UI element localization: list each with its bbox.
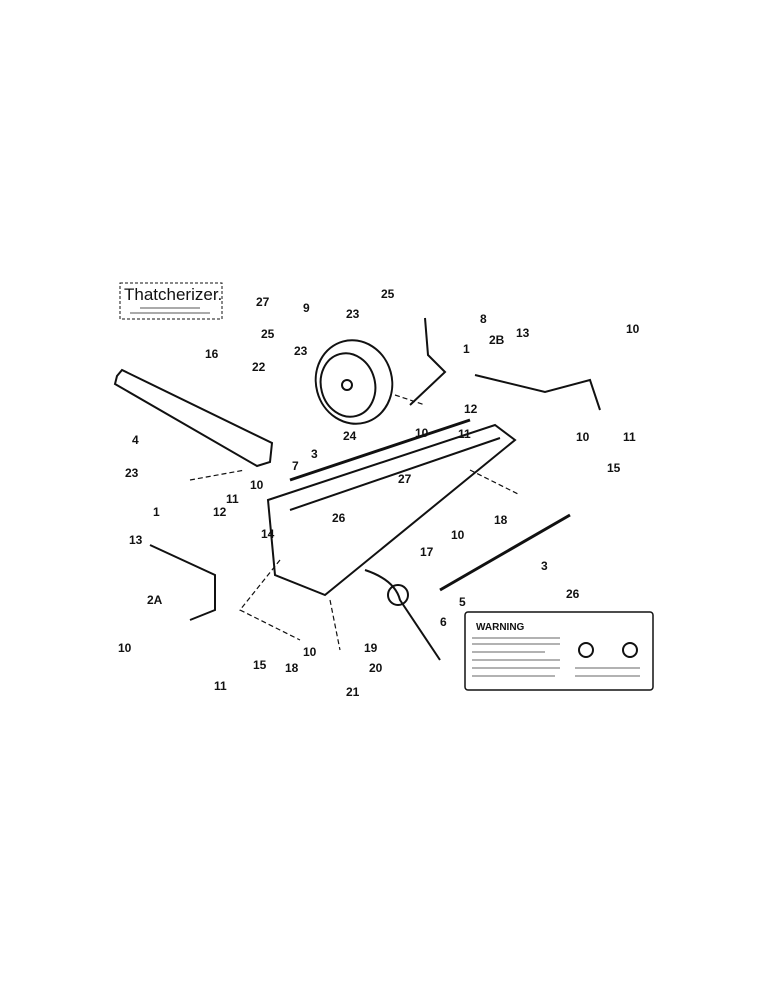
callout-17: 17 — [420, 545, 434, 559]
callout-23: 23 — [346, 307, 360, 321]
callout-10: 10 — [626, 322, 640, 336]
callout-13: 13 — [516, 326, 530, 340]
callout-10: 10 — [576, 430, 590, 444]
callout-23: 23 — [125, 466, 139, 480]
callout-27: 27 — [398, 472, 412, 486]
callout-1: 1 — [463, 342, 470, 356]
callout-11: 11 — [226, 492, 239, 506]
thatcherizer-decal: Thatcherizer. — [119, 282, 223, 320]
callout-15: 15 — [607, 461, 621, 475]
callout-10: 10 — [451, 528, 465, 542]
decal-logo-text: Thatcherizer. — [124, 285, 222, 304]
bracket-2b-part — [474, 374, 601, 411]
callout-16: 16 — [205, 347, 219, 361]
callout-12: 12 — [213, 505, 227, 519]
frame-part — [266, 423, 517, 597]
callout-23: 23 — [294, 344, 308, 358]
warning-decal: WARNING — [464, 611, 654, 691]
callout-5: 5 — [459, 595, 466, 609]
callout-10: 10 — [415, 426, 429, 440]
callout-9: 9 — [303, 301, 310, 315]
bracket-2a-part — [149, 544, 216, 621]
callout-24: 24 — [343, 429, 357, 443]
callout-26: 26 — [566, 587, 580, 601]
rod-part — [289, 418, 471, 482]
callout-22: 22 — [252, 360, 266, 374]
callout-3: 3 — [311, 447, 318, 461]
callout-25: 25 — [381, 287, 395, 301]
tine-spring-part — [364, 569, 441, 661]
arm-part — [113, 368, 274, 468]
callout-7: 7 — [292, 459, 299, 473]
callout-8: 8 — [480, 312, 487, 326]
rod-part — [439, 513, 571, 592]
callout-13: 13 — [129, 533, 143, 547]
callout-26: 26 — [332, 511, 346, 525]
wheel-part — [314, 339, 394, 425]
callout-18: 18 — [494, 513, 508, 527]
callout-18: 18 — [285, 661, 299, 675]
callout-11: 11 — [214, 679, 227, 693]
callout-14: 14 — [261, 527, 275, 541]
callout-15: 15 — [253, 658, 267, 672]
callout-10: 10 — [118, 641, 132, 655]
callout-11: 11 — [623, 430, 636, 444]
callout-19: 19 — [364, 641, 378, 655]
callout-21: 21 — [346, 685, 360, 699]
warning-title: WARNING — [476, 622, 525, 633]
callout-25: 25 — [261, 327, 275, 341]
callout-2A: 2A — [147, 593, 163, 607]
callout-10: 10 — [303, 645, 317, 659]
callout-6: 6 — [440, 615, 447, 629]
callout-12: 12 — [464, 402, 478, 416]
callout-11: 11 — [458, 427, 471, 441]
callout-27: 27 — [256, 295, 270, 309]
handle-rod-part — [409, 317, 447, 406]
callout-2B: 2B — [489, 333, 505, 347]
callout-10: 10 — [250, 478, 264, 492]
callout-3: 3 — [541, 559, 548, 573]
callout-4: 4 — [132, 433, 139, 447]
callout-1: 1 — [153, 505, 160, 519]
callout-20: 20 — [369, 661, 383, 675]
